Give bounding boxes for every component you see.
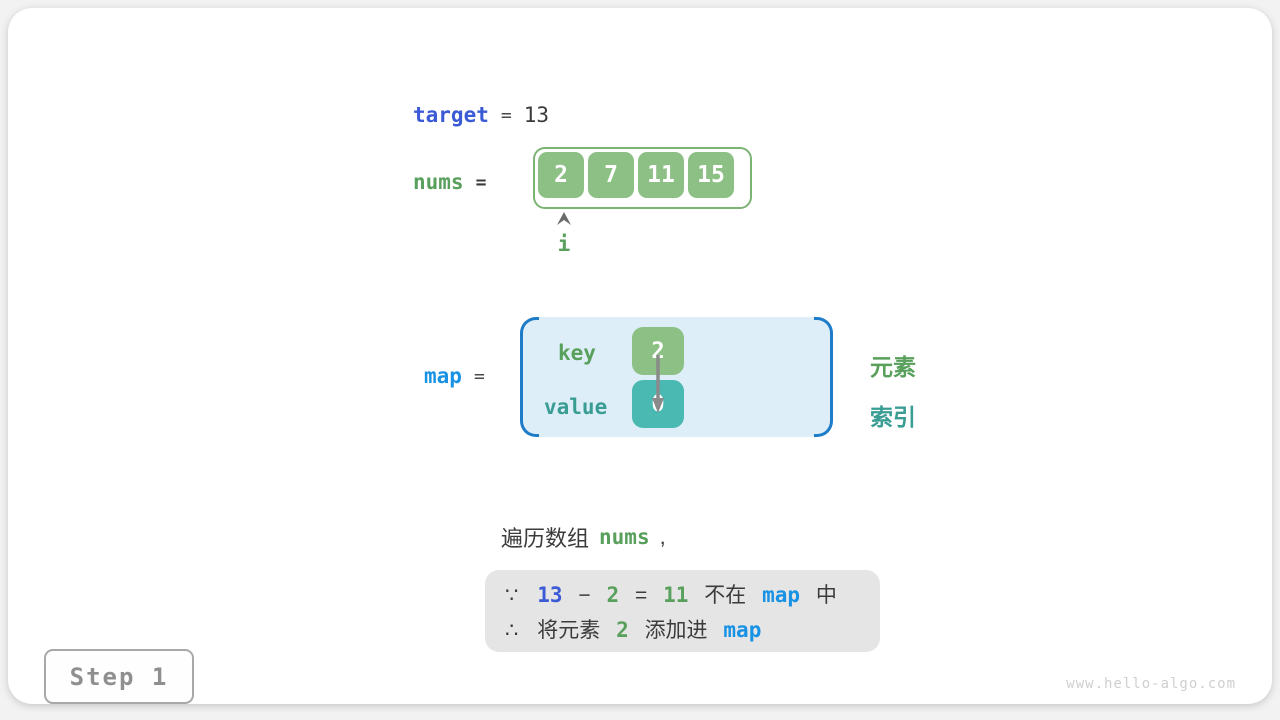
index-pointer-arrow-icon <box>557 212 571 225</box>
target-value: 13 <box>523 103 549 127</box>
because-symbol: ∵ <box>505 584 519 607</box>
key-to-value-arrow-icon <box>652 355 664 413</box>
note-add-verb: 添加进 <box>644 619 708 642</box>
note-in-suffix: 中 <box>815 584 837 607</box>
note-add-value: 2 <box>616 618 629 642</box>
note-target-value: 13 <box>537 583 563 607</box>
note-not-in-text: 不在 <box>704 584 747 607</box>
index-pointer-label: i <box>557 232 571 256</box>
note-complement: 11 <box>663 583 689 607</box>
note-current-value: 2 <box>606 583 620 607</box>
note-box: ∵ 13 − 2 = 11 不在 map 中 ∴ 将元素 2 添加进 map <box>485 570 880 652</box>
array-cell: 11 <box>638 152 684 198</box>
watermark: www.hello-algo.com <box>1066 676 1236 692</box>
map-right-bracket-icon <box>814 317 833 437</box>
array-cell: 15 <box>688 152 734 198</box>
caption-line: 遍历数组 nums , <box>501 521 666 553</box>
note-equals-sign: = <box>634 584 648 607</box>
note-line-2: ∴ 将元素 2 添加进 map <box>505 613 880 648</box>
nums-array: 2 7 11 15 <box>533 147 752 209</box>
target-row: target = 13 <box>413 103 549 127</box>
index-annotation: 索引 <box>870 404 916 430</box>
nums-row-label: nums = <box>413 170 486 194</box>
map-left-bracket-icon <box>520 317 539 437</box>
therefore-symbol: ∴ <box>505 619 519 642</box>
caption-nums-code: nums <box>599 525 650 549</box>
array-cell: 7 <box>588 152 634 198</box>
caption-prefix: 遍历数组 <box>501 526 590 551</box>
nums-keyword: nums <box>413 170 464 194</box>
map-equals-sign: = <box>473 365 485 387</box>
note-line-1: ∵ 13 − 2 = 11 不在 map 中 <box>505 578 880 613</box>
map-key-label: key <box>558 341 596 365</box>
caption-comma: , <box>659 524 666 549</box>
element-annotation: 元素 <box>870 354 916 380</box>
map-keyword: map <box>424 364 462 388</box>
minus-sign: − <box>578 584 591 607</box>
nums-equals-sign: = <box>475 171 487 193</box>
note-map-code: map <box>762 583 800 607</box>
note-map-code-2: map <box>723 618 762 642</box>
map-value-label: value <box>544 395 608 419</box>
target-equals-sign: = <box>500 104 512 126</box>
step-badge: Step 1 <box>44 649 194 704</box>
target-keyword: target <box>413 103 489 127</box>
array-cell: 2 <box>538 152 584 198</box>
map-box: key value 2 0 <box>520 317 833 437</box>
note-add-prefix: 将元素 <box>537 619 601 642</box>
diagram-card: target = 13 nums = 2 7 11 15 i map = key… <box>8 8 1272 704</box>
map-row-label: map = <box>424 364 485 388</box>
